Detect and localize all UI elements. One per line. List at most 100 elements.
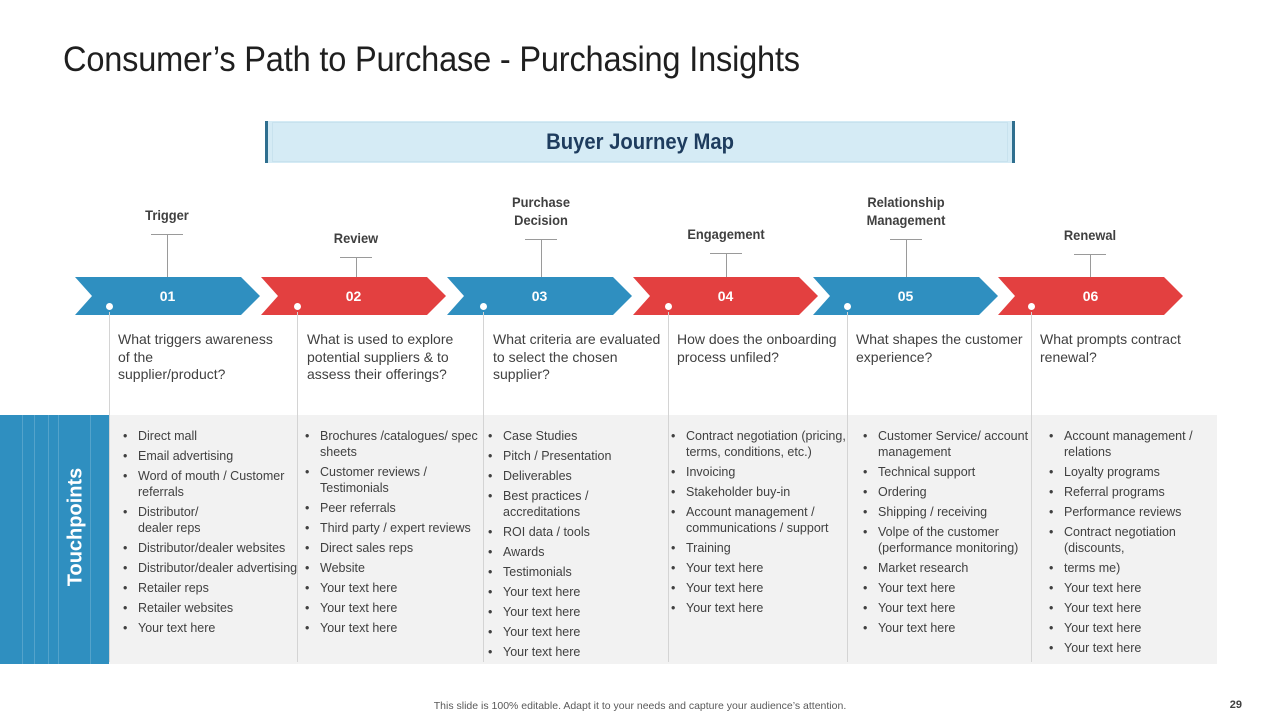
page-number: 29: [1229, 699, 1242, 711]
chevron-shape-5: [813, 277, 998, 315]
touchpoint-item: Best practices / accreditations: [483, 488, 665, 520]
touchpoint-item: Direct mall: [118, 428, 300, 444]
touchpoint-item: Distributor/ dealer reps: [118, 504, 300, 536]
touchpoint-item: Training: [666, 540, 848, 556]
stage-connector-stem-3: [541, 239, 542, 277]
touchpoint-item: Contract negotiation (pricing, terms, co…: [666, 428, 848, 460]
touchpoints-sidebar: [0, 415, 109, 664]
touchpoint-item: Website: [300, 560, 482, 576]
touchpoint-item: Your text here: [300, 580, 482, 596]
touchpoint-item: Your text here: [483, 604, 665, 620]
touchpoint-item: Customer Service/ account management: [858, 428, 1040, 460]
touchpoint-item: Performance reviews: [1044, 504, 1226, 520]
stage-label-5: Relationship Management: [866, 194, 946, 228]
touchpoint-item: Email advertising: [118, 448, 300, 464]
chevron-shape-4: [633, 277, 818, 315]
banner-frame: [272, 122, 1008, 162]
touchpoint-item: ROI data / tools: [483, 524, 665, 540]
touchpoint-item: Stakeholder buy-in: [666, 484, 848, 500]
touchpoint-item: Brochures /catalogues/ spec sheets: [300, 428, 482, 460]
stage-number-6: 06: [1082, 288, 1099, 304]
touchpoint-item: Your text here: [858, 580, 1040, 596]
touchpoint-item: Your text here: [300, 600, 482, 616]
touchpoint-item: Your text here: [483, 624, 665, 640]
stage-label-4: Engagement: [687, 226, 765, 242]
touchpoint-item: Your text here: [858, 620, 1040, 636]
touchpoint-item: Distributor/dealer advertising: [118, 560, 300, 576]
stage-connector-stem-2: [356, 257, 357, 277]
touchpoint-item: Direct sales reps: [300, 540, 482, 556]
stage-marker-2: [292, 301, 303, 312]
column-guide-1: [109, 312, 110, 662]
stage-marker-5: [842, 301, 853, 312]
stage-label-3: Purchase Decision: [511, 194, 570, 228]
touchpoint-item: Third party / expert reviews: [300, 520, 482, 536]
touchpoint-list-6: Account management / relationsLoyalty pr…: [1044, 428, 1226, 660]
touchpoint-item: Distributor/dealer websites: [118, 540, 300, 556]
touchpoint-item: Account management / relations: [1044, 428, 1226, 460]
stage-number-2: 02: [345, 288, 362, 304]
touchpoint-item: Your text here: [1044, 640, 1226, 656]
stage-marker-1: [104, 301, 115, 312]
stage-question-6: What prompts contract renewal?: [1040, 331, 1181, 365]
stage-question-2: What is used to explore potential suppli…: [307, 331, 454, 382]
touchpoint-item: Deliverables: [483, 468, 665, 484]
chevron-shape-2: [261, 277, 446, 315]
stage-connector-stem-1: [167, 234, 168, 277]
touchpoint-item: Peer referrals: [300, 500, 482, 516]
touchpoint-item: Contract negotiation (discounts,: [1044, 524, 1226, 556]
stage-number-4: 04: [717, 288, 734, 304]
touchpoint-item: Case Studies: [483, 428, 665, 444]
touchpoint-item: Retailer reps: [118, 580, 300, 596]
touchpoint-item: Volpe of the customer (performance monit…: [858, 524, 1040, 556]
stage-chevron-1: 01: [75, 277, 260, 315]
touchpoint-item: Market research: [858, 560, 1040, 576]
touchpoint-item: Account management / communications / su…: [666, 504, 848, 536]
touchpoint-item: Your text here: [1044, 600, 1226, 616]
stage-question-4: How does the onboarding process unfiled?: [677, 331, 837, 365]
touchpoint-item: Your text here: [483, 644, 665, 660]
stage-number-3: 03: [531, 288, 548, 304]
touchpoint-item: Your text here: [118, 620, 300, 636]
touchpoint-list-5: Customer Service/ account managementTech…: [858, 428, 1040, 640]
chevron-shape-1: [75, 277, 260, 315]
stage-chevron-3: 03: [447, 277, 632, 315]
touchpoint-item: Referral programs: [1044, 484, 1226, 500]
touchpoint-item: Your text here: [300, 620, 482, 636]
touchpoint-item: Invoicing: [666, 464, 848, 480]
page-title: Consumer’s Path to Purchase - Purchasing…: [63, 40, 800, 79]
banner: Buyer Journey Map: [265, 121, 1015, 163]
stage-connector-stem-4: [726, 253, 727, 277]
touchpoint-item: Pitch / Presentation: [483, 448, 665, 464]
stage-chevron-4: 04: [633, 277, 818, 315]
touchpoint-item: Your text here: [1044, 620, 1226, 636]
touchpoint-item: Customer reviews / Testimonials: [300, 464, 482, 496]
stage-number-1: 01: [159, 288, 176, 304]
touchpoint-list-3: Case StudiesPitch / PresentationDelivera…: [483, 428, 665, 664]
column-guide-3: [483, 312, 484, 662]
stage-connector-stem-5: [906, 239, 907, 277]
stage-question-3: What criteria are evaluated to select th…: [493, 331, 661, 382]
touchpoint-item: Retailer websites: [118, 600, 300, 616]
stage-chevron-5: 05: [813, 277, 998, 315]
touchpoint-list-1: Direct mallEmail advertisingWord of mout…: [118, 428, 300, 640]
stage-label-1: Trigger: [145, 207, 189, 223]
footer-note: This slide is 100% editable. Adapt it to…: [433, 700, 847, 712]
touchpoint-item: Awards: [483, 544, 665, 560]
touchpoint-item: Shipping / receiving: [858, 504, 1040, 520]
stage-question-1: What triggers awareness of the supplier/…: [118, 331, 273, 382]
touchpoint-item: Your text here: [666, 580, 848, 596]
stage-chevron-6: 06: [998, 277, 1183, 315]
stage-marker-4: [663, 301, 674, 312]
touchpoint-item: Your text here: [858, 600, 1040, 616]
banner-title: Buyer Journey Map: [546, 129, 734, 154]
stage-chevron-2: 02: [261, 277, 446, 315]
touchpoint-item: Your text here: [666, 560, 848, 576]
touchpoint-list-4: Contract negotiation (pricing, terms, co…: [666, 428, 848, 620]
touchpoint-item: Word of mouth / Customer referrals: [118, 468, 300, 500]
touchpoint-item: Your text here: [483, 584, 665, 600]
stage-marker-6: [1026, 301, 1037, 312]
stage-question-5: What shapes the customer experience?: [856, 331, 1023, 365]
chevron-shape-6: [998, 277, 1183, 315]
stage-label-2: Review: [333, 230, 379, 246]
